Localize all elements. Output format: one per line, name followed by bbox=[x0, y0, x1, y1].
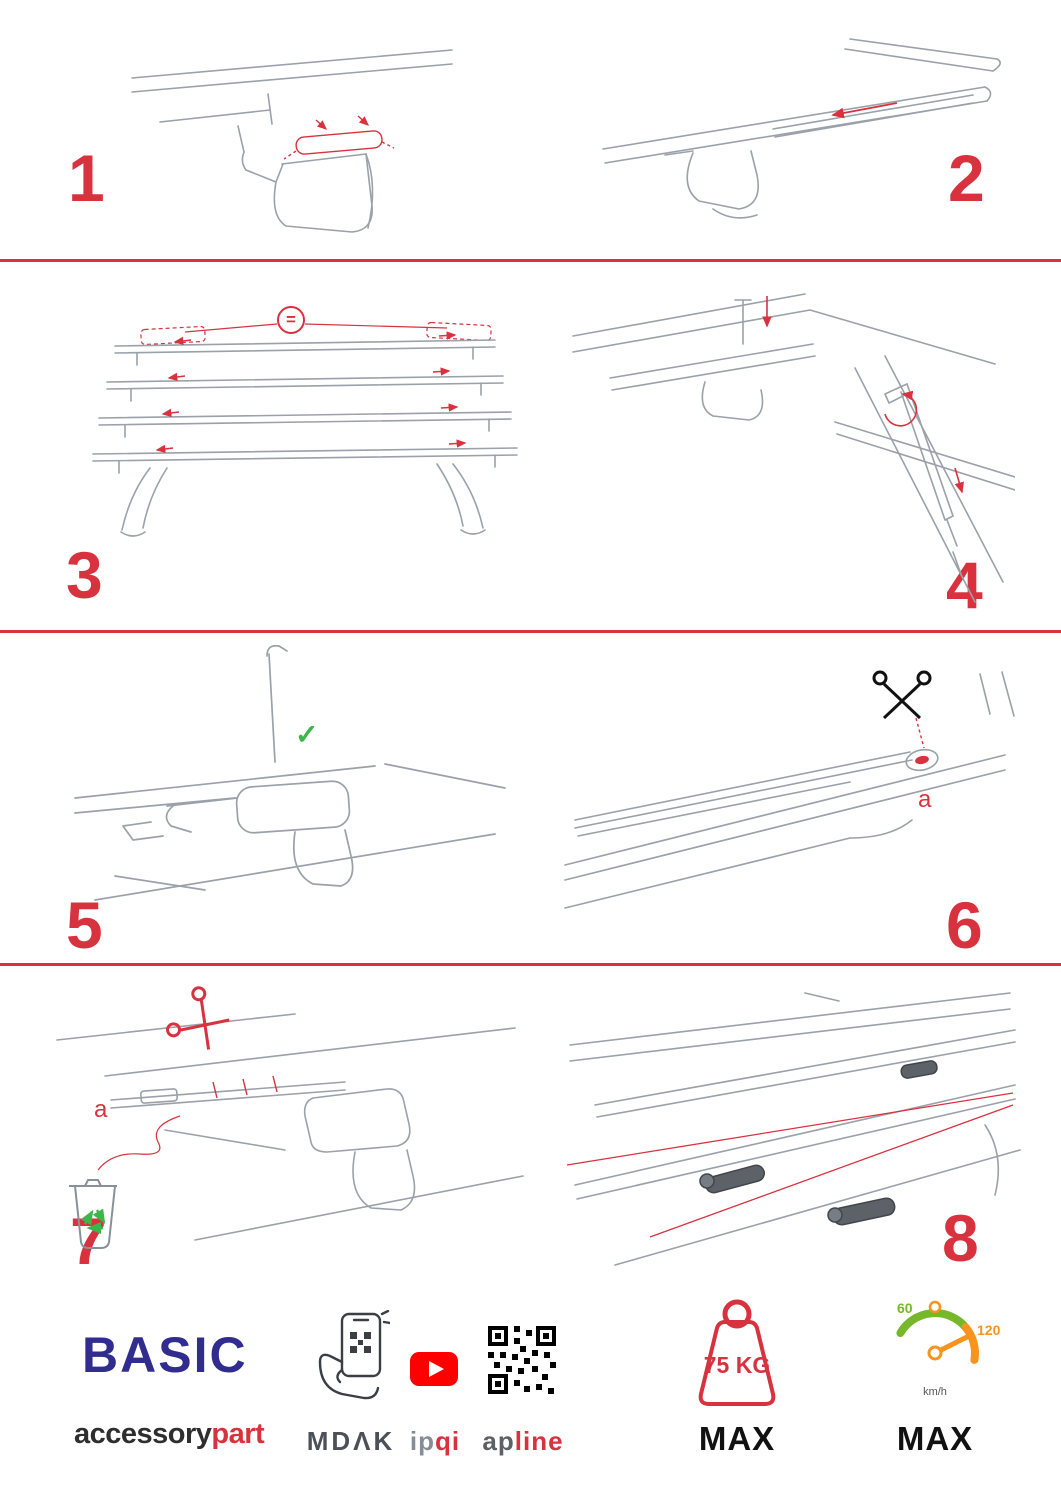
youtube-icon bbox=[410, 1352, 458, 1386]
brand-subtitle-red: part bbox=[211, 1418, 265, 1450]
equal-spacing-badge: = bbox=[277, 306, 305, 334]
cut-point-label: a bbox=[918, 786, 932, 813]
step-1-illustration bbox=[131, 49, 453, 233]
phone-qr-scan-icon bbox=[318, 1310, 390, 1400]
check-mark: ✓ bbox=[295, 719, 319, 750]
step-6-number: 6 bbox=[946, 888, 983, 962]
weight-icon bbox=[698, 1299, 776, 1406]
step-7-illustration bbox=[56, 986, 524, 1249]
brand-subtitle: accessorypart bbox=[74, 1418, 265, 1451]
step-5-number: 5 bbox=[66, 888, 103, 962]
logo-mdak: MDΛK bbox=[306, 1426, 396, 1456]
trash-bin-icon bbox=[69, 1179, 117, 1249]
speed-unit-label: km/h bbox=[923, 1386, 947, 1398]
step-8-illustration bbox=[566, 992, 1021, 1266]
speed-max-label: MAX bbox=[896, 1420, 974, 1457]
speed-high-label: 120 bbox=[977, 1322, 1001, 1338]
step-1-number: 1 bbox=[68, 141, 105, 215]
step-8-number: 8 bbox=[942, 1201, 979, 1275]
step-4-number: 4 bbox=[946, 548, 983, 622]
section-divider bbox=[0, 630, 1061, 633]
scissors-icon bbox=[166, 986, 230, 1050]
weight-limit-value: 75 KG bbox=[703, 1352, 771, 1378]
qr-code-icon bbox=[488, 1326, 556, 1394]
step-3-number: 3 bbox=[66, 538, 103, 612]
step-3-illustration bbox=[92, 321, 518, 537]
speed-low-label: 60 bbox=[897, 1300, 913, 1316]
step-6-illustration bbox=[564, 670, 1015, 909]
scissors-icon bbox=[872, 670, 932, 720]
weight-max-label: MAX bbox=[698, 1420, 776, 1457]
step-2-illustration bbox=[602, 38, 1001, 219]
section-divider bbox=[0, 963, 1061, 966]
cut-point-label: a bbox=[94, 1096, 108, 1123]
logo-apline: apline bbox=[482, 1426, 564, 1456]
step-5-illustration bbox=[74, 644, 506, 901]
recycle-icon bbox=[80, 1208, 106, 1234]
brand-title: BASIC bbox=[82, 1327, 248, 1383]
brand-subtitle-dark: accessory bbox=[74, 1418, 212, 1450]
speedometer-icon bbox=[896, 1300, 979, 1364]
logo-ipqi: ipqi bbox=[409, 1426, 461, 1456]
section-divider bbox=[0, 259, 1061, 262]
step-2-number: 2 bbox=[948, 141, 985, 215]
step-4-illustration bbox=[572, 293, 1015, 603]
